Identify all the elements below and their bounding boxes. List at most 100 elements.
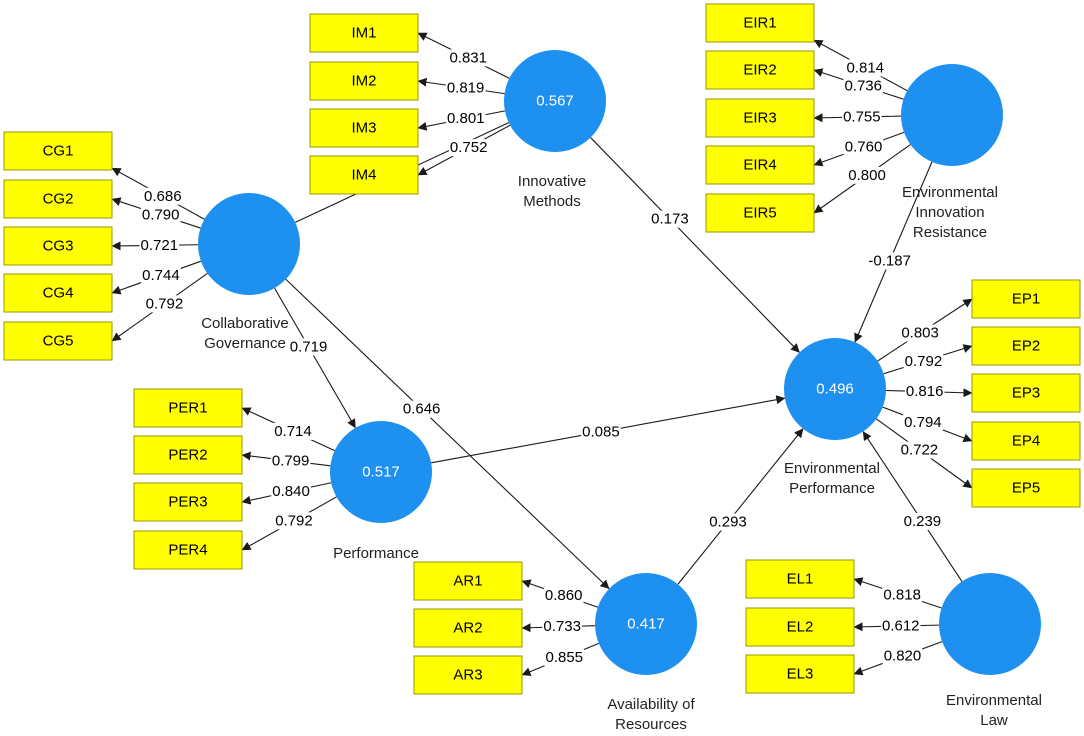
loading-per3-bg xyxy=(271,482,311,500)
indicator-per4[interactable]: PER4 xyxy=(133,530,243,570)
indicator-label: PER4 xyxy=(168,542,207,559)
latent-per[interactable]: 0.517 xyxy=(330,421,432,523)
indicator-cg1[interactable]: CG1 xyxy=(3,131,113,171)
loading-el1-bg xyxy=(882,586,922,604)
indicator-eir4[interactable]: EIR4 xyxy=(705,145,815,185)
indicator-label: EIR3 xyxy=(743,110,776,127)
loading-ep3-bg xyxy=(904,383,945,401)
indicator-im2[interactable]: IM2 xyxy=(309,61,419,101)
indicator-label: EL3 xyxy=(787,666,814,683)
indicator-ar2[interactable]: AR2 xyxy=(413,608,523,648)
path-arrow-cg-ar xyxy=(285,278,610,590)
latent-eir[interactable] xyxy=(901,64,1003,166)
indicator-ep4[interactable]: EP4 xyxy=(971,421,1081,461)
indicator-eir5[interactable]: EIR5 xyxy=(705,193,815,233)
loading-ar3-bg xyxy=(544,649,585,667)
path-coef-per-ep: 0.085 xyxy=(582,423,620,440)
latent-ep[interactable]: 0.496 xyxy=(784,338,886,440)
indicator-box xyxy=(133,482,243,522)
loading-ep5: 0.722 xyxy=(901,441,939,458)
loading-per2-bg xyxy=(270,452,311,470)
indicator-el3[interactable]: EL3 xyxy=(745,654,855,694)
loading-el1: 0.818 xyxy=(883,586,921,603)
loading-cg2: 0.790 xyxy=(142,206,180,223)
latent-label-line: Resources xyxy=(615,716,687,733)
latent-cg[interactable] xyxy=(198,193,300,295)
indicator-el1[interactable]: EL1 xyxy=(745,559,855,599)
indicator-ep1[interactable]: EP1 xyxy=(971,279,1081,319)
loading-cg4: 0.744 xyxy=(142,267,180,284)
loading-cg5: 0.792 xyxy=(146,295,184,312)
indicator-el2[interactable]: EL2 xyxy=(745,607,855,647)
indicator-box xyxy=(3,131,113,171)
loading-ar1: 0.860 xyxy=(545,587,583,604)
loading-im2: 0.819 xyxy=(447,79,485,96)
indicator-cg2[interactable]: CG2 xyxy=(3,179,113,219)
path-coef-cg-per-bg xyxy=(288,338,329,356)
indicator-im1[interactable]: IM1 xyxy=(309,13,419,53)
indicator-label: AR3 xyxy=(453,667,482,684)
indicator-box xyxy=(971,468,1081,508)
loading-per3: 0.840 xyxy=(272,483,310,500)
indicator-per3[interactable]: PER3 xyxy=(133,482,243,522)
indicator-box xyxy=(705,3,815,43)
loading-per1: 0.714 xyxy=(274,423,312,440)
indicator-cg5[interactable]: CG5 xyxy=(3,321,113,361)
loading-ar2-bg xyxy=(542,618,582,636)
latent-ar[interactable]: 0.417 xyxy=(595,573,697,675)
indicator-ep5[interactable]: EP5 xyxy=(971,468,1081,508)
indicator-box xyxy=(3,179,113,219)
loading-eir5-bg xyxy=(847,166,887,184)
indicator-im3[interactable]: IM3 xyxy=(309,108,419,148)
loading-cg5-bg xyxy=(144,295,185,313)
latent-circle xyxy=(504,50,606,152)
indicator-cg3[interactable]: CG3 xyxy=(3,226,113,266)
indicator-label: IM4 xyxy=(351,167,376,184)
path-arrow-ar-ep xyxy=(677,428,804,585)
path-coef-im-ep-bg xyxy=(650,210,690,228)
indicator-box xyxy=(3,226,113,266)
indicator-ep2[interactable]: EP2 xyxy=(971,326,1081,366)
loading-eir2-bg xyxy=(843,77,884,95)
indicator-label: IM3 xyxy=(351,120,376,137)
indicator-label: EL2 xyxy=(787,619,814,636)
indicator-cg4[interactable]: CG4 xyxy=(3,273,113,313)
loading-ep2: 0.792 xyxy=(905,353,943,370)
latent-label: Performance xyxy=(333,545,419,562)
indicator-label: IM1 xyxy=(351,25,376,42)
indicator-eir2[interactable]: EIR2 xyxy=(705,50,815,90)
indicator-im4[interactable]: IM4 xyxy=(309,155,419,195)
indicator-eir1[interactable]: EIR1 xyxy=(705,3,815,43)
path-arrow-el-ep xyxy=(862,431,963,582)
latent-el[interactable] xyxy=(939,573,1041,675)
indicator-label: CG3 xyxy=(43,238,74,255)
loading-cg3: 0.721 xyxy=(141,237,179,254)
loading-eir3-bg xyxy=(842,108,882,126)
loading-ep2-bg xyxy=(903,352,944,370)
indicator-box xyxy=(745,607,855,647)
loading-eir1-bg xyxy=(845,59,886,77)
loading-eir4: 0.760 xyxy=(845,139,883,156)
indicator-ar3[interactable]: AR3 xyxy=(413,655,523,695)
indicator-box xyxy=(3,273,113,313)
indicator-label: EP1 xyxy=(1012,291,1040,308)
indicator-box xyxy=(971,373,1081,413)
indicator-per1[interactable]: PER1 xyxy=(133,388,243,428)
indicator-ar1[interactable]: AR1 xyxy=(413,561,523,601)
loading-eir4-bg xyxy=(843,138,884,156)
latent-im[interactable]: 0.567 xyxy=(504,50,606,152)
latent-label-line: Environmental xyxy=(902,184,998,201)
loading-ep1-bg xyxy=(900,324,940,342)
latent-r2-value: 0.517 xyxy=(362,464,400,481)
loading-el3: 0.820 xyxy=(884,648,922,665)
indicator-ep3[interactable]: EP3 xyxy=(971,373,1081,413)
indicator-per2[interactable]: PER2 xyxy=(133,435,243,475)
loading-im3-bg xyxy=(446,110,486,128)
loading-ep3: 0.816 xyxy=(906,383,944,400)
indicator-eir3[interactable]: EIR3 xyxy=(705,98,815,138)
indicator-box xyxy=(705,193,815,233)
indicator-box xyxy=(309,13,419,53)
